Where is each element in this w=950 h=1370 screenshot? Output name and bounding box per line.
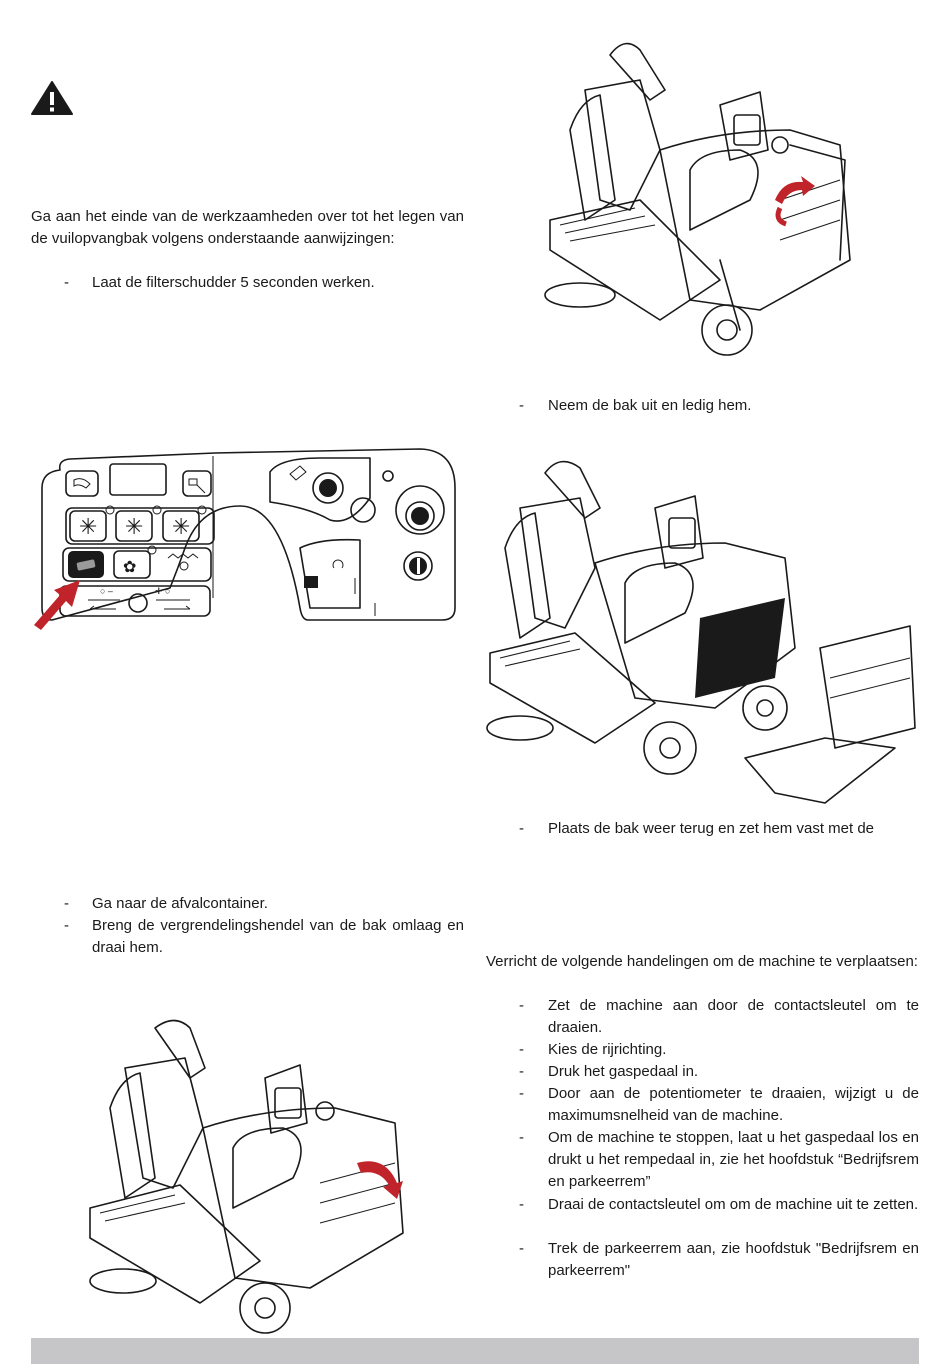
list-item-lever: - Breng de vergrendelingshendel van de b… [64, 917, 464, 956]
warning-triangle-icon [31, 81, 73, 115]
red-pointer-arrow-icon [34, 580, 80, 630]
move-step-item: -Kies de rijrichting. [519, 1039, 919, 1061]
move-intro-paragraph: Verricht de volgende handelingen om de m… [486, 953, 918, 970]
move-step-item: -Om de machine te stoppen, laat u het ga… [519, 1127, 919, 1193]
sweeper-machine-illustration-2 [89, 1019, 404, 1334]
svg-text:○ –: ○ – [100, 586, 113, 596]
svg-text:✳: ✳ [125, 515, 143, 540]
move-step-text: Draai de contactsleutel om om de machine… [548, 1196, 919, 1213]
move-step-item: -Door aan de potentiometer te draaien, w… [519, 1083, 919, 1127]
move-step-item: -Druk het gaspedaal in. [519, 1061, 919, 1083]
move-step-text: Kies de rijrichting. [548, 1041, 667, 1058]
sweeper-machine-illustration-1 [544, 42, 851, 356]
move-step-text: Trek de parkeerrem aan, zie hoofdstuk "B… [548, 1240, 919, 1279]
svg-text:✳: ✳ [172, 515, 190, 540]
list-item-replace: - Plaats de bak weer terug en zet hem va… [519, 820, 875, 837]
move-step-item: -Draai de contactsleutel om om de machin… [519, 1194, 919, 1238]
list-item-filter: - Laat de filterschudder 5 seconden werk… [64, 274, 375, 291]
move-step-text: Druk het gaspedaal in. [548, 1063, 699, 1080]
control-panel-illustration: ✳ ✳ ✳ ✿ ○ – ✛ ○ [41, 448, 456, 621]
svg-text:✿: ✿ [123, 557, 136, 576]
move-step-item: -Trek de parkeerrem aan, zie hoofdstuk "… [519, 1238, 919, 1282]
footer-bar [31, 1338, 919, 1364]
move-step-text: Om de machine te stoppen, laat u het gas… [548, 1129, 919, 1190]
list-item-remove: - Neem de bak uit en ledig hem. [519, 397, 752, 414]
hopper-removed-illustration [486, 460, 916, 804]
intro-paragraph: Ga aan het einde van de werkzaamheden ov… [31, 208, 464, 247]
list-item-container: - Ga naar de afvalcontainer. [64, 895, 268, 912]
svg-text:✛ ○: ✛ ○ [155, 586, 170, 596]
move-step-item: -Zet de machine aan door de contactsleut… [519, 995, 919, 1039]
move-step-text: Zet de machine aan door de contactsleute… [548, 997, 919, 1036]
move-step-text: Door aan de potentiometer te draaien, wi… [548, 1085, 919, 1124]
svg-text:✳: ✳ [79, 515, 97, 540]
